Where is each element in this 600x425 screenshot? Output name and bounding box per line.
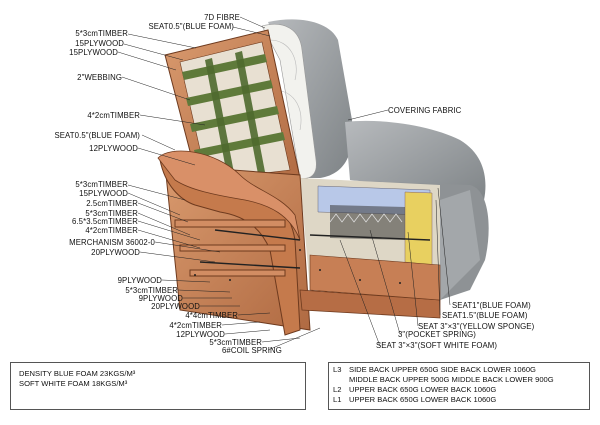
label-plywood-15-a: 15PLYWOOD: [75, 39, 124, 48]
layer-text: UPPER BACK 650G LOWER BACK 1060G: [349, 385, 497, 394]
layer-text: UPPER BACK 650G LOWER BACK 1060G: [349, 395, 497, 404]
label-seat-white: SEAT 3"×3"(SOFT WHITE FOAM): [376, 341, 498, 350]
label-seat-1-blue: SEAT1"(BLUE FOAM): [452, 301, 531, 310]
label-seat-yellow: SEAT 3"×3"(YELLOW SPONGE): [418, 322, 535, 331]
label-timber-4x2: 4*2cmTIMBER: [87, 111, 140, 120]
label-covering-fabric: COVERING FABRIC: [388, 106, 462, 115]
layer-level: L2: [333, 385, 342, 394]
label-timber-6-5: 6.5*3.5cmTIMBER: [71, 217, 138, 226]
leader-lines: [117, 16, 451, 351]
label-pocket-spring: 3"(POCKET SPRING): [398, 330, 476, 339]
label-plywood-12-b: 12PLYWOOD: [176, 330, 225, 339]
base-frame: [157, 150, 441, 336]
layer-row: L2 UPPER BACK 650G LOWER BACK 1060G: [333, 385, 589, 395]
label-timber-2-5: 2.5cmTIMBER: [86, 199, 138, 208]
label-plywood-20-b: 20PLYWOOD: [151, 302, 200, 311]
label-webbing: 2"WEBBING: [77, 73, 122, 82]
label-timber-5x3-d: 5*3cmTIMBER: [209, 338, 262, 347]
label-plywood-20: 20PLYWOOD: [91, 248, 140, 257]
label-seat-blue-foam: SEAT0.5"(BLUE FOAM): [54, 131, 140, 140]
label-fibre: 7D FIBRE: [204, 13, 240, 22]
density-note-box: DENSITY BLUE FOAM 23KGS/M³ SOFT WHITE FO…: [10, 362, 306, 410]
density-line-white-foam: SOFT WHITE FOAM 18KGS/M³: [19, 379, 128, 388]
layer-text: MIDDLE BACK UPPER 500G MIDDLE BACK LOWER…: [349, 375, 554, 384]
layer-row: L3 SIDE BACK UPPER 650G SIDE BACK LOWER 1…: [333, 365, 589, 375]
layer-row: MIDDLE BACK UPPER 500G MIDDLE BACK LOWER…: [333, 375, 589, 385]
density-line-blue-foam: DENSITY BLUE FOAM 23KGS/M³: [19, 369, 136, 378]
label-timber-5x3-b: 5*3cmTIMBER: [85, 209, 138, 218]
label-seat-1-5-blue: SEAT1.5"(BLUE FOAM): [442, 311, 528, 320]
label-plywood-9-a: 9PLYWOOD: [117, 276, 162, 285]
layer-level: L3: [333, 365, 342, 374]
layer-row: L1 UPPER BACK 650G LOWER BACK 1060G: [333, 395, 589, 405]
layer-weights-box: L3 SIDE BACK UPPER 650G SIDE BACK LOWER 1…: [328, 362, 590, 410]
layer-level: L1: [333, 395, 342, 404]
label-merchanism: MERCHANISM 36002-0: [69, 238, 155, 247]
label-plywood-15-c: 15PLYWOOD: [79, 189, 128, 198]
label-timber-4x2-b: 4*2cmTIMBER: [85, 226, 138, 235]
label-plywood-9-b: 9PLYWOOD: [138, 294, 183, 303]
label-plywood-12: 12PLYWOOD: [89, 144, 138, 153]
label-plywood-15-b: 15PLYWOOD: [69, 48, 118, 57]
label-timber-4x4: 4*4cmTIMBER: [185, 311, 238, 320]
label-seat-blue-foam-top: SEAT0.5"(BLUE FOAM): [148, 22, 234, 31]
layer-text: SIDE BACK UPPER 650G SIDE BACK LOWER 106…: [349, 365, 536, 374]
label-coil-spring: 6#COIL SPRING: [222, 346, 282, 355]
back-frame: [164, 29, 301, 191]
label-timber-5x3-top: 5*3cmTIMBER: [75, 29, 128, 38]
label-timber-5x3-c: 5*3cmTIMBER: [125, 286, 178, 295]
label-timber-5x3-mid: 5*3cmTIMBER: [75, 180, 128, 189]
label-timber-4x2-c: 4*2cmTIMBER: [169, 321, 222, 330]
